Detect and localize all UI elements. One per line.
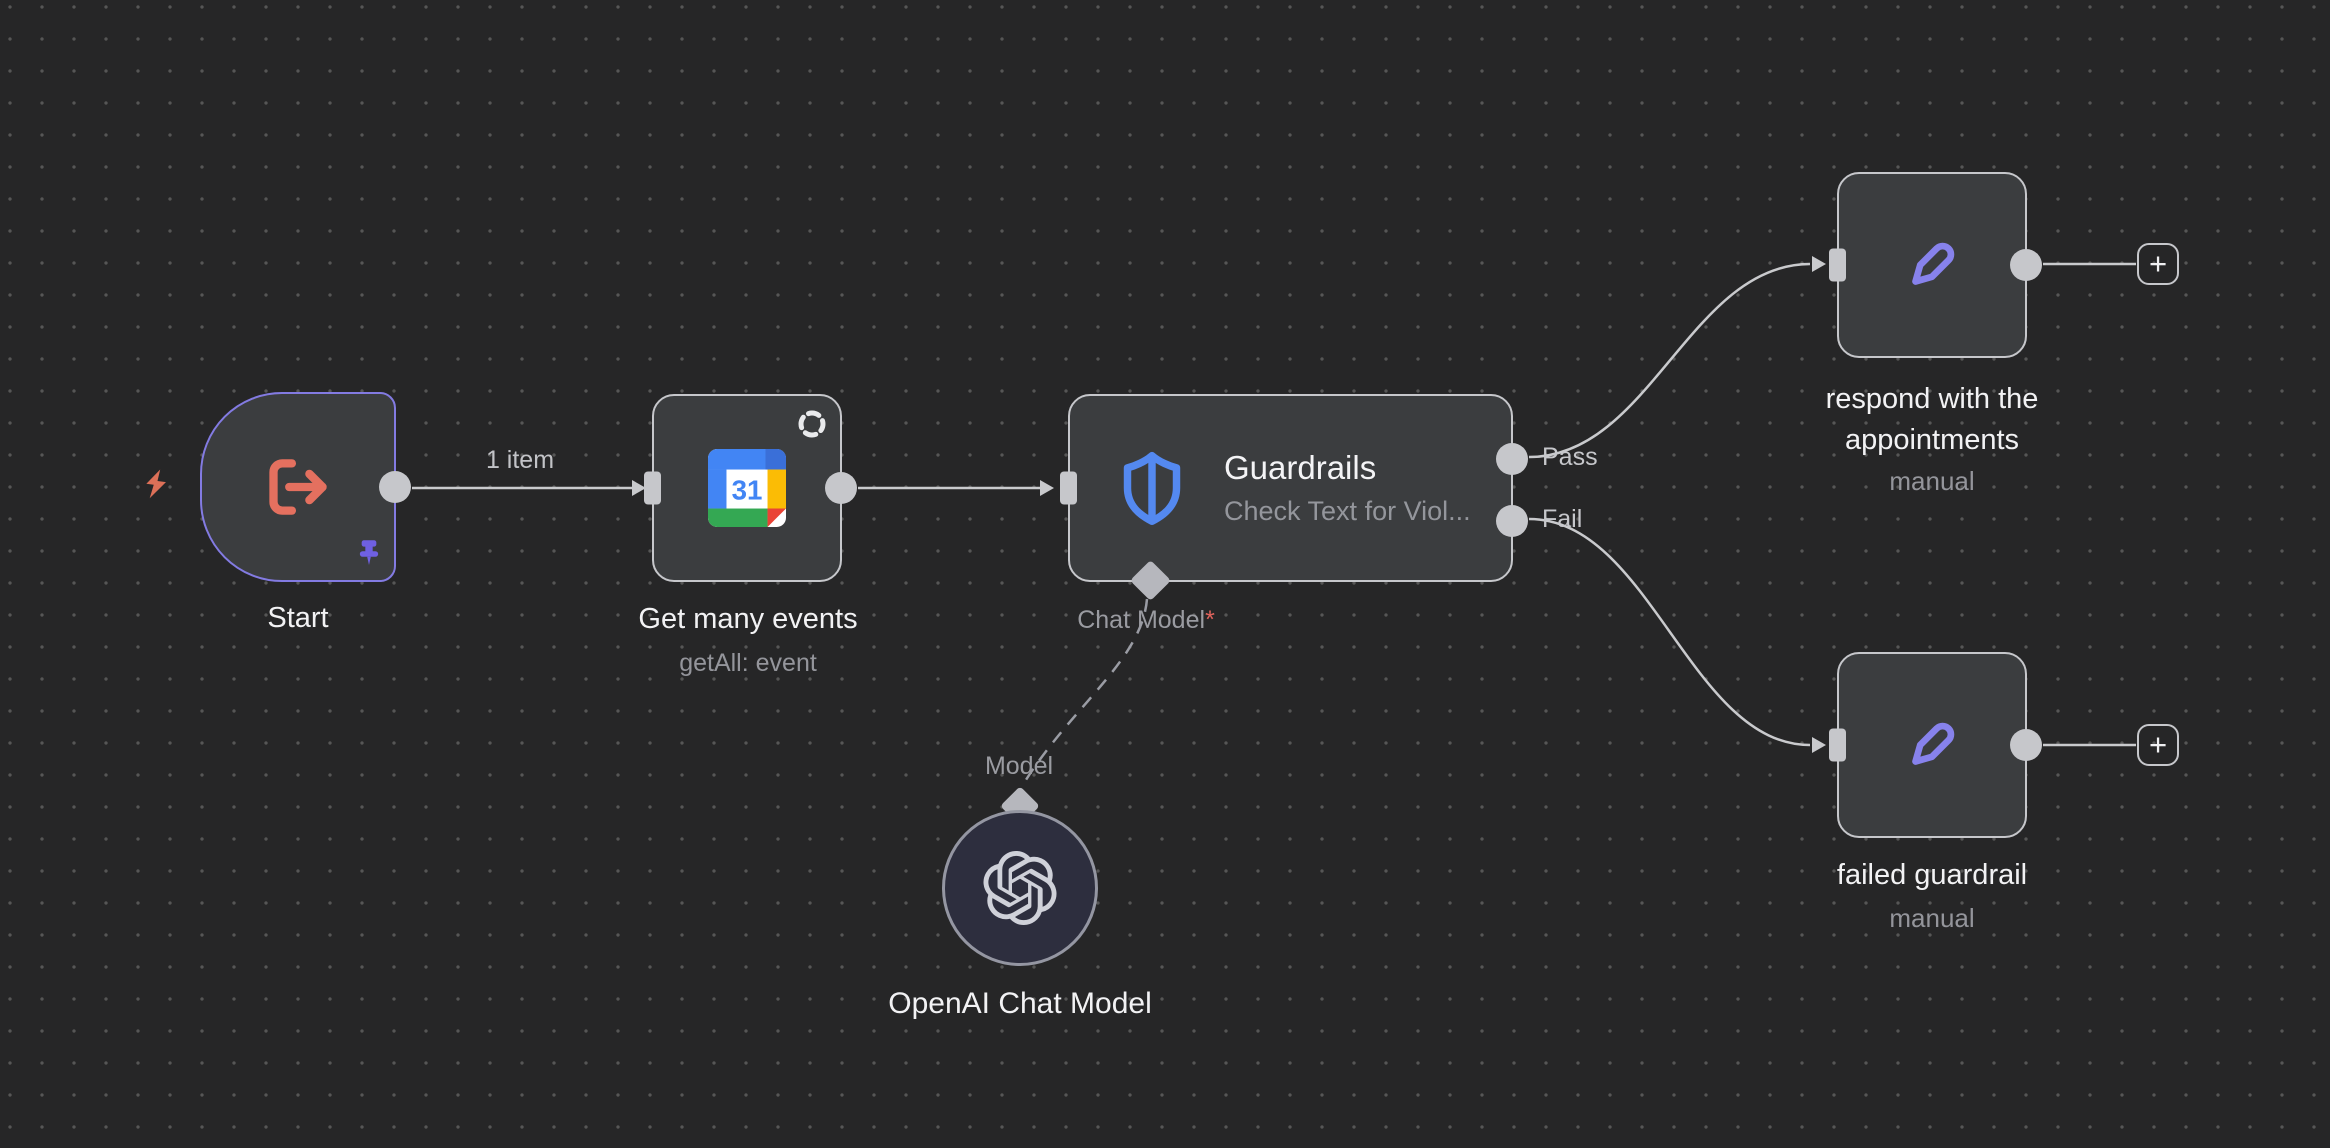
output-connector[interactable] xyxy=(2010,249,2042,281)
node-sublabel-get-many-events: getAll: event xyxy=(679,649,817,677)
node-respond-with-appointments[interactable] xyxy=(1829,172,2042,358)
pass-port-label: Pass xyxy=(1542,443,1598,471)
required-asterisk: * xyxy=(1205,606,1215,634)
node-label-failed-guardrail: failed guardrail xyxy=(1836,859,2028,891)
input-connector[interactable] xyxy=(1060,471,1077,505)
node-label-openai: OpenAI Chat Model xyxy=(888,987,1152,1020)
add-node-button-bottom[interactable]: + xyxy=(2137,724,2179,766)
node-label-get-many-events: Get many events xyxy=(638,603,858,635)
google-calendar-icon: 31 xyxy=(708,449,786,527)
node-openai-chat-model[interactable] xyxy=(942,810,1098,966)
arrowhead xyxy=(632,480,646,496)
output-connector[interactable] xyxy=(379,471,411,503)
edge-item-count-label: 1 item xyxy=(485,446,555,474)
input-connector[interactable] xyxy=(644,471,661,505)
output-connector[interactable] xyxy=(2010,729,2042,761)
node-label-start: Start xyxy=(267,602,329,634)
chat-model-port-label: Chat Model* xyxy=(1077,606,1215,634)
trigger-lightning-icon xyxy=(146,469,166,499)
shield-icon xyxy=(1123,451,1181,525)
node-sublabel-respond: manual xyxy=(1889,466,1975,496)
openai-logo-icon xyxy=(983,851,1057,925)
node-label-respond: respond with the appointments xyxy=(1825,383,2039,456)
node-sublabel-failed-guardrail: manual xyxy=(1889,903,1975,933)
arrowhead xyxy=(1812,737,1826,753)
node-start[interactable] xyxy=(200,392,411,582)
node-get-many-events[interactable]: 31 xyxy=(644,394,857,582)
node-guardrails[interactable]: Guardrails Check Text for Viol... xyxy=(1060,394,1528,602)
output-pass-connector[interactable] xyxy=(1496,443,1528,475)
pencil-icon xyxy=(1912,242,1955,285)
guardrails-subtitle: Check Text for Viol... xyxy=(1224,496,1471,526)
output-fail-connector[interactable] xyxy=(1496,505,1528,537)
pin-icon xyxy=(359,540,379,565)
edge-fail-to-failed xyxy=(1528,517,1811,747)
edge-chatmodel-dashed xyxy=(1022,598,1149,784)
input-connector[interactable] xyxy=(1829,728,1846,762)
node-failed-guardrail[interactable] xyxy=(1829,652,2042,838)
refresh-icon xyxy=(798,410,826,438)
guardrails-title: Guardrails xyxy=(1224,449,1377,486)
arrowhead xyxy=(1040,480,1054,496)
add-node-button-top[interactable]: + xyxy=(2137,243,2179,285)
input-connector[interactable] xyxy=(1829,248,1846,282)
model-port-label: Model xyxy=(984,752,1054,780)
logout-icon xyxy=(269,459,327,515)
edge-pass-to-respond xyxy=(1528,262,1811,459)
arrowhead xyxy=(1812,256,1826,272)
fail-port-label: Fail xyxy=(1542,505,1583,533)
output-connector[interactable] xyxy=(825,472,857,504)
pencil-icon xyxy=(1912,722,1955,765)
svg-text:31: 31 xyxy=(732,474,763,505)
